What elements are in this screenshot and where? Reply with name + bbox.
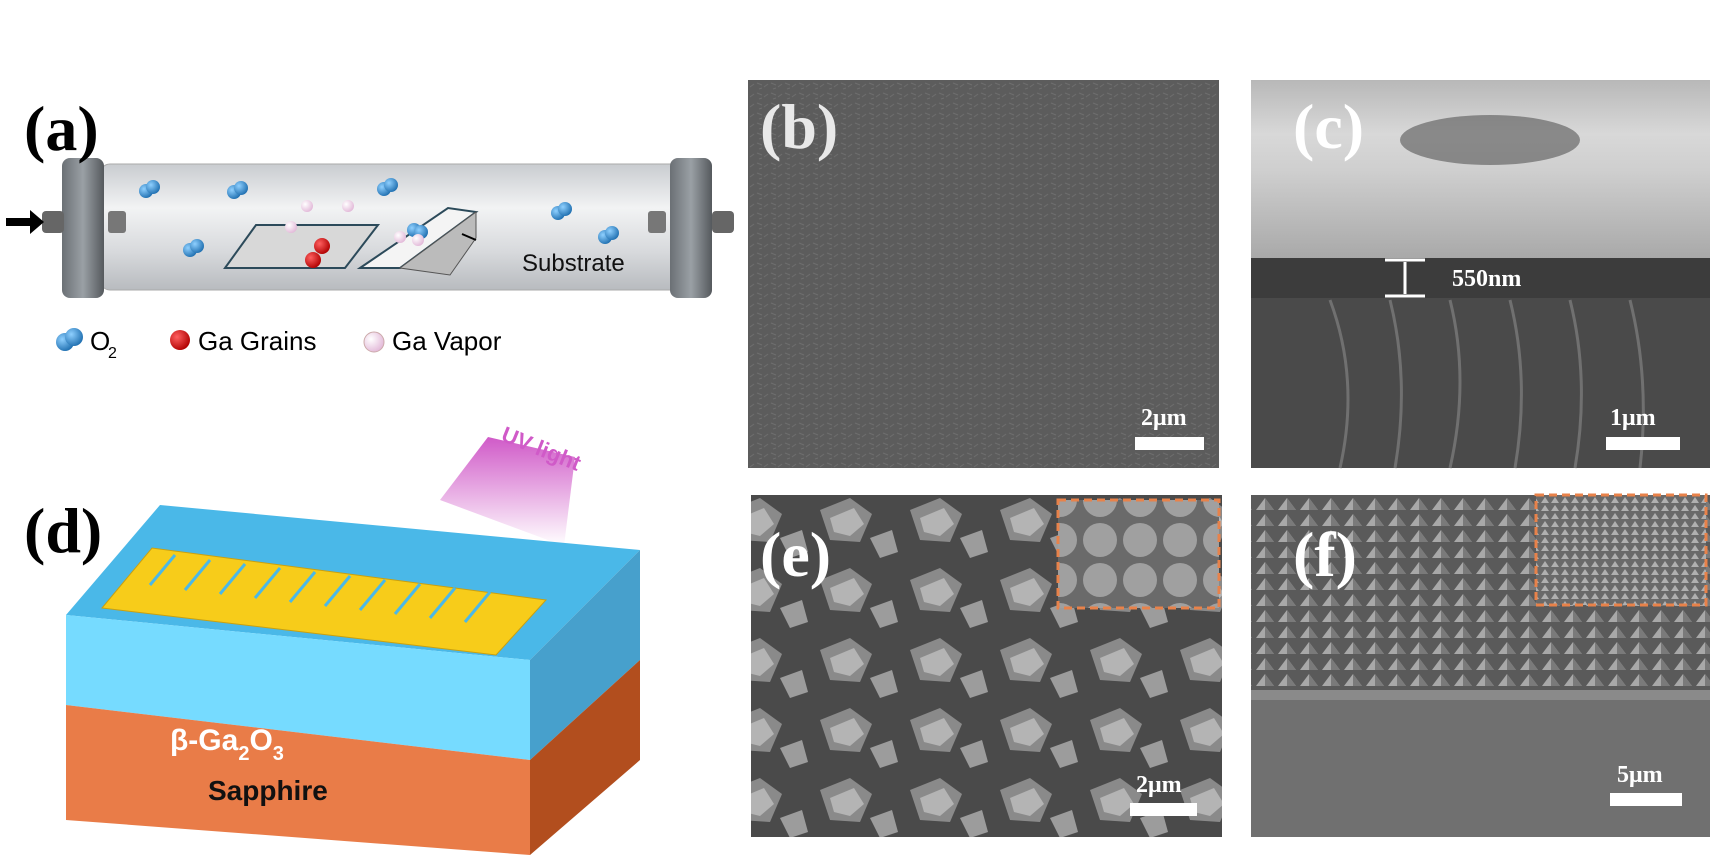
scale-bar-label-b: 2μm	[1141, 405, 1187, 431]
panel-label-d: (d)	[24, 495, 102, 566]
panel-label-a: (a)	[24, 93, 99, 164]
scale-bar-label-c: 1μm	[1610, 405, 1656, 431]
substrate-pointer	[461, 233, 477, 241]
sapphire-label: Sapphire	[208, 775, 328, 806]
panel-label-c: (c)	[1293, 91, 1364, 162]
sapphire-layer	[66, 705, 530, 855]
panel-b: (b) 2μm	[748, 80, 1219, 468]
panel-label-f: (f)	[1293, 519, 1357, 590]
scale-bar-label-f: 5μm	[1617, 762, 1663, 788]
svg-text:2: 2	[108, 345, 117, 362]
panel-label-b: (b)	[760, 91, 838, 162]
ga-vapor-particles	[285, 200, 424, 246]
scale-bar-b	[1135, 437, 1204, 450]
svg-text:Ga Grains: Ga Grains	[198, 326, 317, 356]
legend: O 2 Ga Grains Ga Vapor	[56, 326, 502, 362]
ga2o3-layer	[66, 615, 530, 760]
legend-ga-vapor: Ga Vapor	[363, 326, 502, 356]
scale-bar-f	[1610, 793, 1682, 806]
substrate-label: Substrate	[522, 250, 625, 277]
scale-bar-e	[1130, 803, 1197, 816]
legend-o2: O 2	[56, 326, 117, 362]
inset-f	[1534, 493, 1708, 607]
uv-light-beam	[440, 437, 575, 546]
scale-bar-c	[1606, 437, 1680, 450]
panel-d: UV light β-Ga2O3 Sapphire (d)	[24, 421, 640, 855]
panel-a: Substrate (a) O 2 Ga Grains Ga Vapor	[6, 93, 734, 362]
gas-inlet-arrow-icon	[6, 210, 44, 234]
interdigitated-electrode	[101, 547, 548, 656]
boats-and-substrate	[223, 206, 479, 276]
legend-ga-grains: Ga Grains	[170, 326, 317, 356]
o2-molecules	[139, 178, 619, 257]
panel-e: (e) 2μm	[751, 495, 1222, 837]
svg-text:Ga Vapor: Ga Vapor	[392, 326, 502, 356]
thickness-marker	[1385, 258, 1425, 298]
inset-e	[1056, 498, 1221, 610]
ga2o3-label: β-Ga2O3	[170, 724, 284, 765]
panel-c: 550nm (c) 1μm	[1251, 80, 1710, 469]
thickness-label: 550nm	[1452, 266, 1521, 292]
sem-image-b	[748, 80, 1219, 468]
panel-f: (f) 5μm	[1251, 493, 1710, 837]
svg-text:O: O	[90, 326, 110, 356]
scale-bar-label-e: 2μm	[1136, 772, 1182, 798]
ga-grains	[305, 238, 330, 268]
panel-label-e: (e)	[760, 519, 831, 590]
